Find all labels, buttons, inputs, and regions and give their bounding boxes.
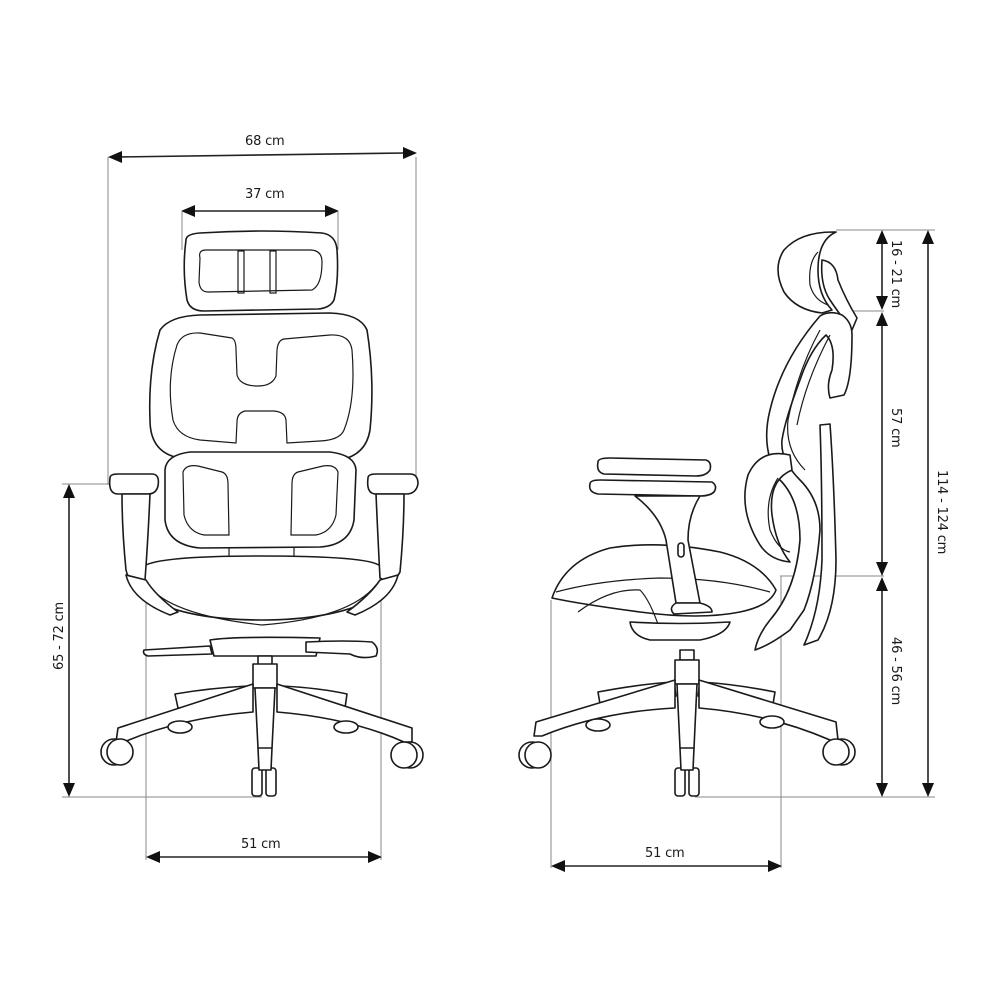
label-overall-width: 68 cm: [245, 134, 285, 149]
dimension-overall-height: [922, 230, 934, 797]
armrest-right: [366, 473, 419, 495]
label-headrest-width: 37 cm: [245, 187, 285, 202]
dimension-seat-width: [146, 851, 382, 863]
dimension-overall-width: [108, 147, 417, 163]
side-seat: [551, 544, 777, 617]
dimension-armrest-height: [63, 484, 75, 797]
dimension-headrest-height: [876, 230, 888, 310]
label-headrest-height: 16 - 21 cm: [888, 240, 903, 308]
dimension-headrest-width: [181, 205, 339, 217]
dimension-seat-height: [876, 577, 888, 797]
side-backrest: [754, 311, 853, 651]
side-armrest-lower: [588, 479, 717, 497]
front-view-chair: [62, 147, 424, 863]
label-seat-height: 46 - 56 cm: [888, 637, 903, 705]
headrest: [183, 230, 339, 312]
side-view-chair: [518, 229, 935, 872]
label-armrest-height: 65 - 72 cm: [52, 602, 67, 670]
side-headrest: [777, 231, 837, 314]
dimension-backrest-height: [876, 312, 888, 576]
armrest-left: [108, 473, 160, 495]
seat: [142, 555, 383, 621]
side-armrest-upper: [596, 457, 712, 477]
label-overall-height: 114 - 124 cm: [934, 470, 949, 555]
dimension-seat-depth: [551, 860, 782, 872]
label-backrest-height: 57 cm: [888, 408, 903, 448]
label-seat-depth: 51 cm: [645, 846, 685, 861]
label-seat-width: 51 cm: [241, 837, 281, 852]
